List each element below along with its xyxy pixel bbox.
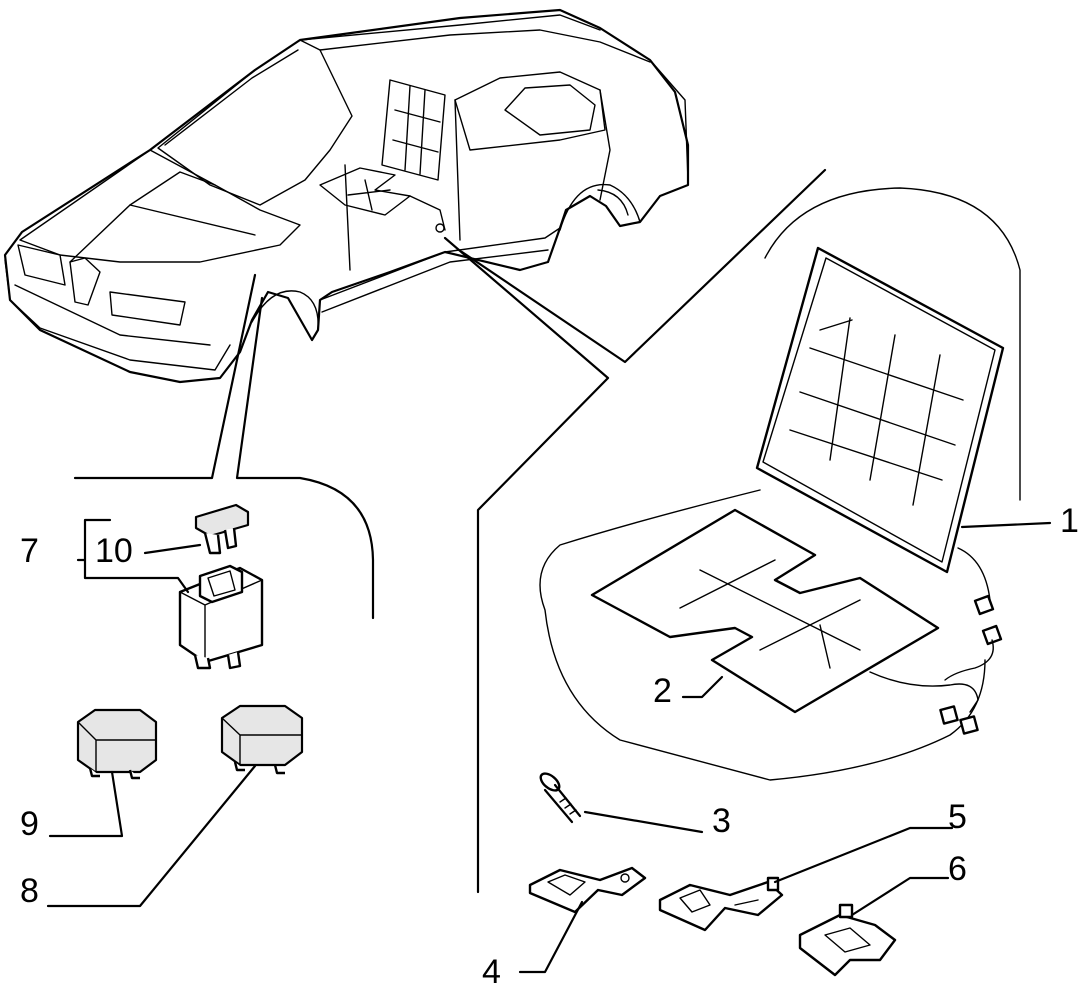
bracket-4 [528, 866, 647, 914]
callout-6: 6 [948, 850, 967, 888]
callout-9: 9 [20, 805, 39, 843]
car-illustration [3, 8, 690, 384]
cushion-wiring [869, 671, 979, 735]
callout-5: 5 [948, 798, 967, 836]
callout-leaders [46, 518, 1052, 974]
relay-with-socket [178, 564, 264, 670]
bracket-6 [798, 903, 897, 977]
callout-8: 8 [20, 872, 39, 910]
backrest-wiring [944, 547, 1003, 681]
relay-8 [220, 704, 304, 775]
callout-10: 10 [95, 532, 133, 570]
screw [539, 772, 582, 824]
heating-element-cushion [590, 508, 940, 714]
heating-element-backrest [755, 246, 1005, 574]
separator-lines [73, 168, 827, 894]
switch-cap [194, 503, 250, 555]
seat-outline [539, 187, 1021, 781]
relay-9 [76, 708, 158, 780]
callout-2: 2 [653, 672, 672, 710]
callout-4: 4 [482, 953, 501, 991]
bracket-5 [658, 876, 784, 932]
callout-3: 3 [712, 802, 731, 840]
callout-1: 1 [1060, 502, 1079, 540]
callout-7: 7 [20, 532, 39, 570]
callout-numbers: 1 2 3 4 5 6 7 8 9 10 [20, 502, 1079, 991]
